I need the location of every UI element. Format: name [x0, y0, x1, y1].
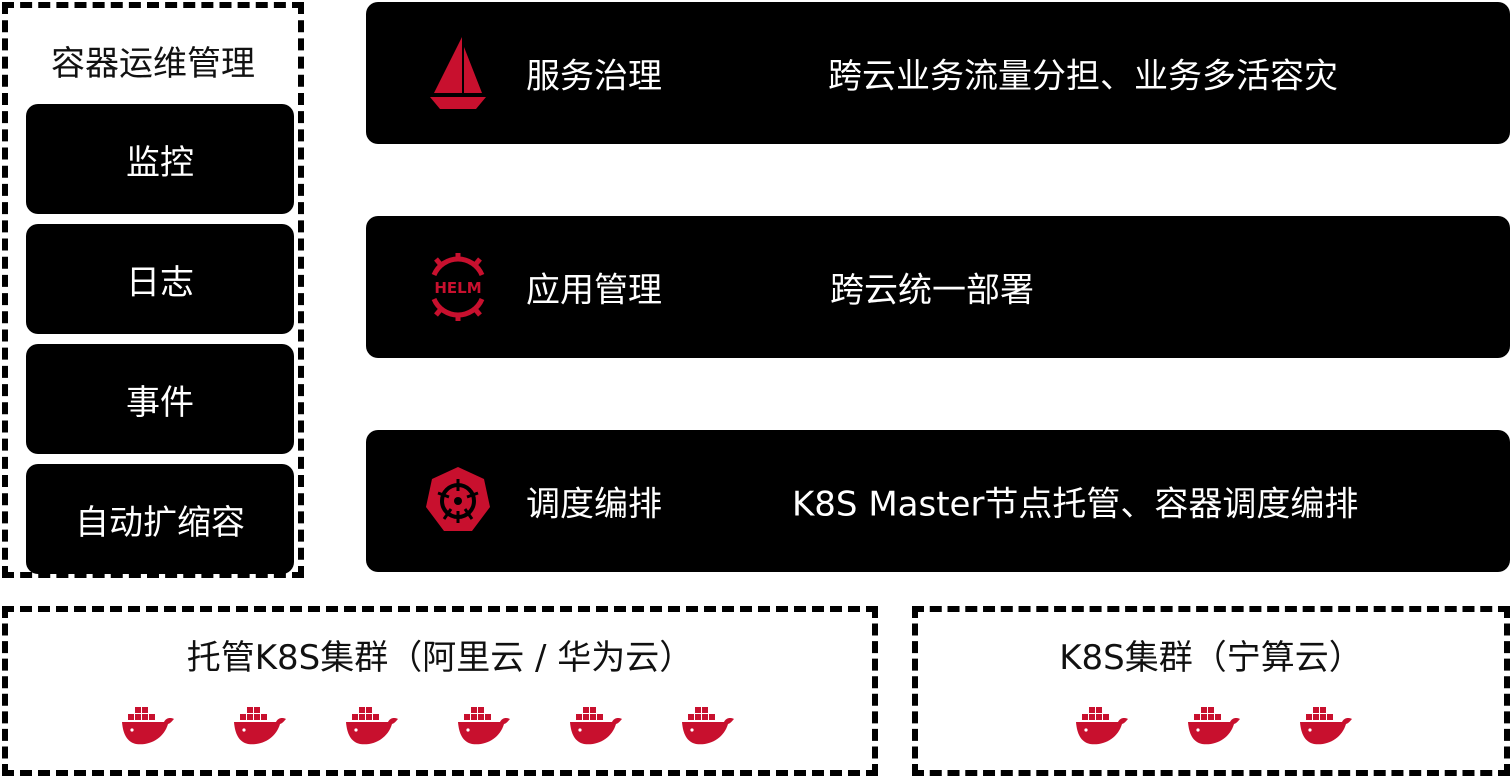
- cluster-title: K8S集群（宁算云）: [1059, 638, 1363, 678]
- docker-whale-icon: [1186, 704, 1242, 748]
- ningsuan-k8s-cluster: K8S集群（宁算云）: [912, 606, 1510, 776]
- bar-label: 应用管理: [526, 270, 662, 311]
- bar-label: 服务治理: [526, 56, 662, 97]
- ops-item-logs[interactable]: 日志: [26, 224, 294, 334]
- helm-icon: HELM: [431, 253, 485, 321]
- svg-text:HELM: HELM: [434, 279, 481, 297]
- kubernetes-icon: [426, 467, 490, 531]
- bar-description: 跨云业务流量分担、业务多活容灾: [828, 56, 1338, 97]
- ops-item-autoscaling[interactable]: 自动扩缩容: [26, 464, 294, 574]
- ops-item-monitoring[interactable]: 监控: [26, 104, 294, 214]
- bar-label: 调度编排: [526, 484, 662, 525]
- docker-whale-icon: [680, 704, 736, 748]
- ops-management-panel: 容器运维管理 监控 日志 事件 自动扩缩容: [2, 2, 304, 578]
- docker-whale-icon: [344, 704, 400, 748]
- cluster-title: 托管K8S集群（阿里云 / 华为云）: [186, 638, 694, 678]
- docker-whale-icon: [232, 704, 288, 748]
- scheduling-bar[interactable]: 调度编排 K8S Master节点托管、容器调度编排: [366, 430, 1510, 572]
- docker-whale-icon: [456, 704, 512, 748]
- service-governance-bar[interactable]: 服务治理 跨云业务流量分担、业务多活容灾: [366, 2, 1510, 144]
- bar-description: 跨云统一部署: [830, 270, 1034, 311]
- ops-panel-title: 容器运维管理: [51, 44, 255, 84]
- docker-whale-icon: [1298, 704, 1354, 748]
- managed-k8s-cluster: 托管K8S集群（阿里云 / 华为云）: [2, 606, 878, 776]
- bar-description: K8S Master节点托管、容器调度编排: [792, 484, 1359, 525]
- docker-whale-icon: [1074, 704, 1130, 748]
- docker-whale-icon: [120, 704, 176, 748]
- sail-icon: [430, 37, 486, 109]
- ops-item-events[interactable]: 事件: [26, 344, 294, 454]
- docker-whale-icon: [568, 704, 624, 748]
- app-management-bar[interactable]: HELM 应用管理 跨云统一部署: [366, 216, 1510, 358]
